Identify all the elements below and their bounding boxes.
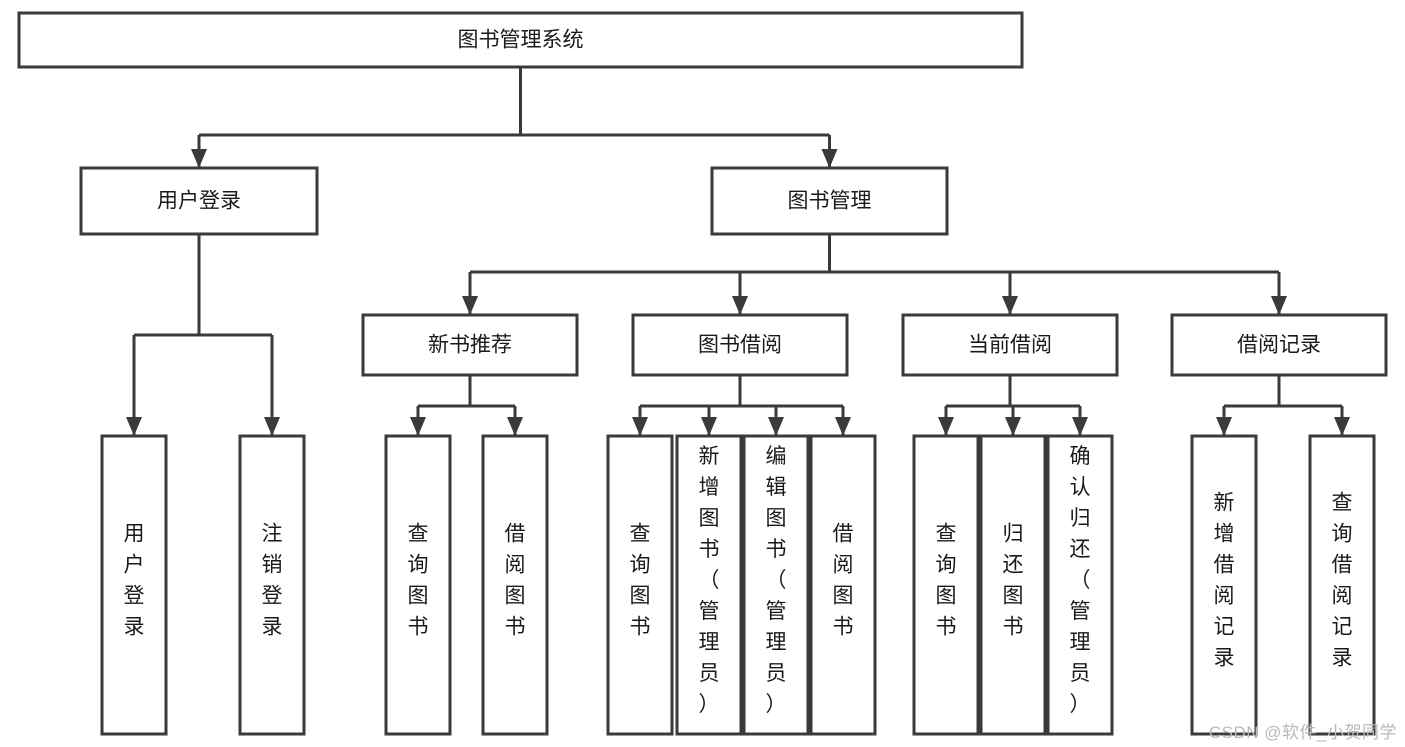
node-leaf-logout[interactable]: 注销登录 (238, 434, 306, 736)
node-label: 新书推荐 (428, 334, 512, 357)
leaf-label: 用户登录 (124, 523, 145, 639)
leaf-label: 新增借阅记录 (1214, 492, 1235, 670)
node-user-login[interactable]: 用户登录 (79, 166, 319, 236)
leaf-label: 查询图书 (936, 523, 957, 639)
node-new-book-recommend[interactable]: 新书推荐 (361, 313, 579, 377)
node-book-borrow[interactable]: 图书借阅 (631, 313, 849, 377)
node-label: 图书管理系统 (458, 29, 584, 52)
leaf-label: 查询借阅记录 (1332, 492, 1353, 670)
connector-lines-group (132, 67, 1344, 436)
node-leaf-query-book-current[interactable]: 查询图书 (912, 434, 980, 736)
leaf-label: 查询图书 (408, 523, 429, 639)
node-leaf-edit-book[interactable]: 编辑图书（管理员） (742, 434, 810, 736)
node-book-manage[interactable]: 图书管理 (710, 166, 949, 236)
leaf-label: 借阅图书 (505, 523, 526, 639)
node-leaf-borrow-book-new[interactable]: 借阅图书 (481, 434, 549, 736)
leaf-label: 注销登录 (262, 523, 283, 639)
node-root-book-management-system[interactable]: 图书管理系统 (17, 11, 1024, 69)
leaf-label: 新增图书（管理员） (699, 445, 720, 716)
node-leaf-query-record[interactable]: 查询借阅记录 (1308, 434, 1376, 736)
arrow-heads-group (126, 149, 1350, 436)
node-leaf-query-book-new[interactable]: 查询图书 (384, 434, 452, 736)
node-leaf-add-book[interactable]: 新增图书（管理员） (675, 434, 743, 736)
nodes-group: 图书管理系统用户登录图书管理新书推荐图书借阅当前借阅借阅记录用户登录注销登录查询… (17, 11, 1388, 736)
node-leaf-confirm-return[interactable]: 确认归还（管理员） (1046, 434, 1114, 736)
node-leaf-borrow-book[interactable]: 借阅图书 (809, 434, 877, 736)
node-label: 借阅记录 (1237, 334, 1321, 357)
node-label: 当前借阅 (968, 334, 1052, 357)
node-leaf-return-book[interactable]: 归还图书 (979, 434, 1047, 736)
leaf-label: 编辑图书（管理员） (766, 445, 787, 716)
leaf-label: 查询图书 (630, 523, 651, 639)
node-borrow-record[interactable]: 借阅记录 (1170, 313, 1388, 377)
watermark-label: CSDN @软件_小贺同学 (1208, 723, 1397, 742)
leaf-label: 确认归还（管理员） (1070, 445, 1091, 716)
node-label: 用户登录 (157, 190, 241, 213)
node-label: 图书管理 (788, 190, 872, 213)
node-leaf-query-book-borrow[interactable]: 查询图书 (606, 434, 674, 736)
leaf-label: 借阅图书 (833, 523, 854, 639)
node-label: 图书借阅 (698, 334, 782, 357)
node-current-borrow[interactable]: 当前借阅 (901, 313, 1119, 377)
node-leaf-add-record[interactable]: 新增借阅记录 (1190, 434, 1258, 736)
leaf-label: 归还图书 (1003, 523, 1024, 639)
node-leaf-user-login[interactable]: 用户登录 (100, 434, 168, 736)
